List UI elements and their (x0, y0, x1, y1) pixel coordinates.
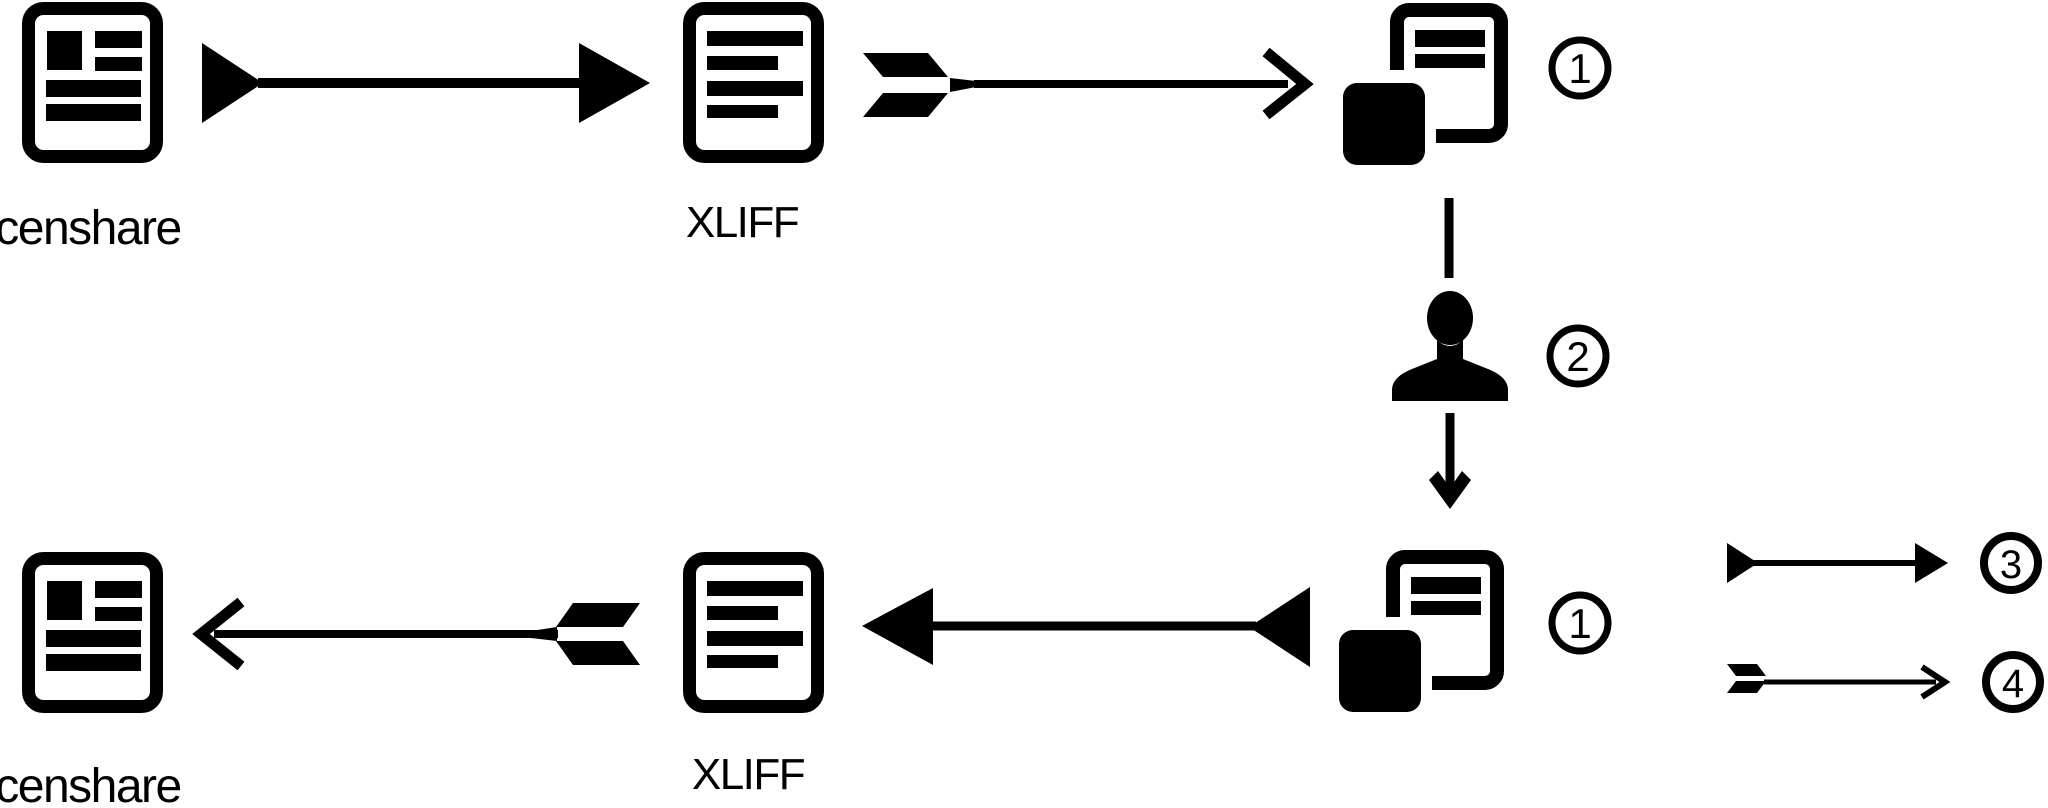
legend-step-3-badge: 3 (1980, 532, 2042, 594)
legend-step-4-badge: 4 (1982, 651, 2044, 713)
step-1-badge-bottom: 1 (1548, 591, 1612, 655)
xliff-source-document-icon (690, 9, 818, 157)
legend-step-4-number: 4 (2002, 662, 2024, 706)
step-2-badge-number: 2 (1566, 333, 1589, 380)
legend-feathered-arrow (1727, 664, 1951, 700)
censhare-target-label: censhare (0, 760, 181, 808)
legend-solid-arrow (1727, 543, 1948, 583)
censhare-source-label: censhare (0, 202, 181, 255)
xliff-target-label: XLIFF (692, 750, 805, 799)
censhare-target-document-icon (29, 559, 157, 707)
step-1-badge-top: 1 (1548, 36, 1612, 100)
down-arrow-from-translator (1429, 413, 1471, 509)
export-solid-arrow (202, 43, 650, 123)
xliff-target-document-icon (690, 559, 818, 707)
legend-step-3-number: 3 (2000, 543, 2022, 587)
step-2-badge: 2 (1546, 324, 1610, 388)
copy-document-icon-top (1332, 10, 1501, 176)
xliff-source-label: XLIFF (686, 198, 799, 247)
translator-person-icon (1392, 291, 1508, 401)
step-1-badge-top-number: 1 (1568, 45, 1591, 92)
reimport-feathered-arrow (192, 597, 640, 671)
copy-document-icon-bottom (1328, 557, 1497, 723)
censhare-source-document-icon (29, 9, 157, 157)
checkout-feathered-arrow (863, 47, 1314, 120)
step-1-badge-bottom-number: 1 (1568, 600, 1591, 647)
import-solid-arrow (862, 587, 1310, 667)
